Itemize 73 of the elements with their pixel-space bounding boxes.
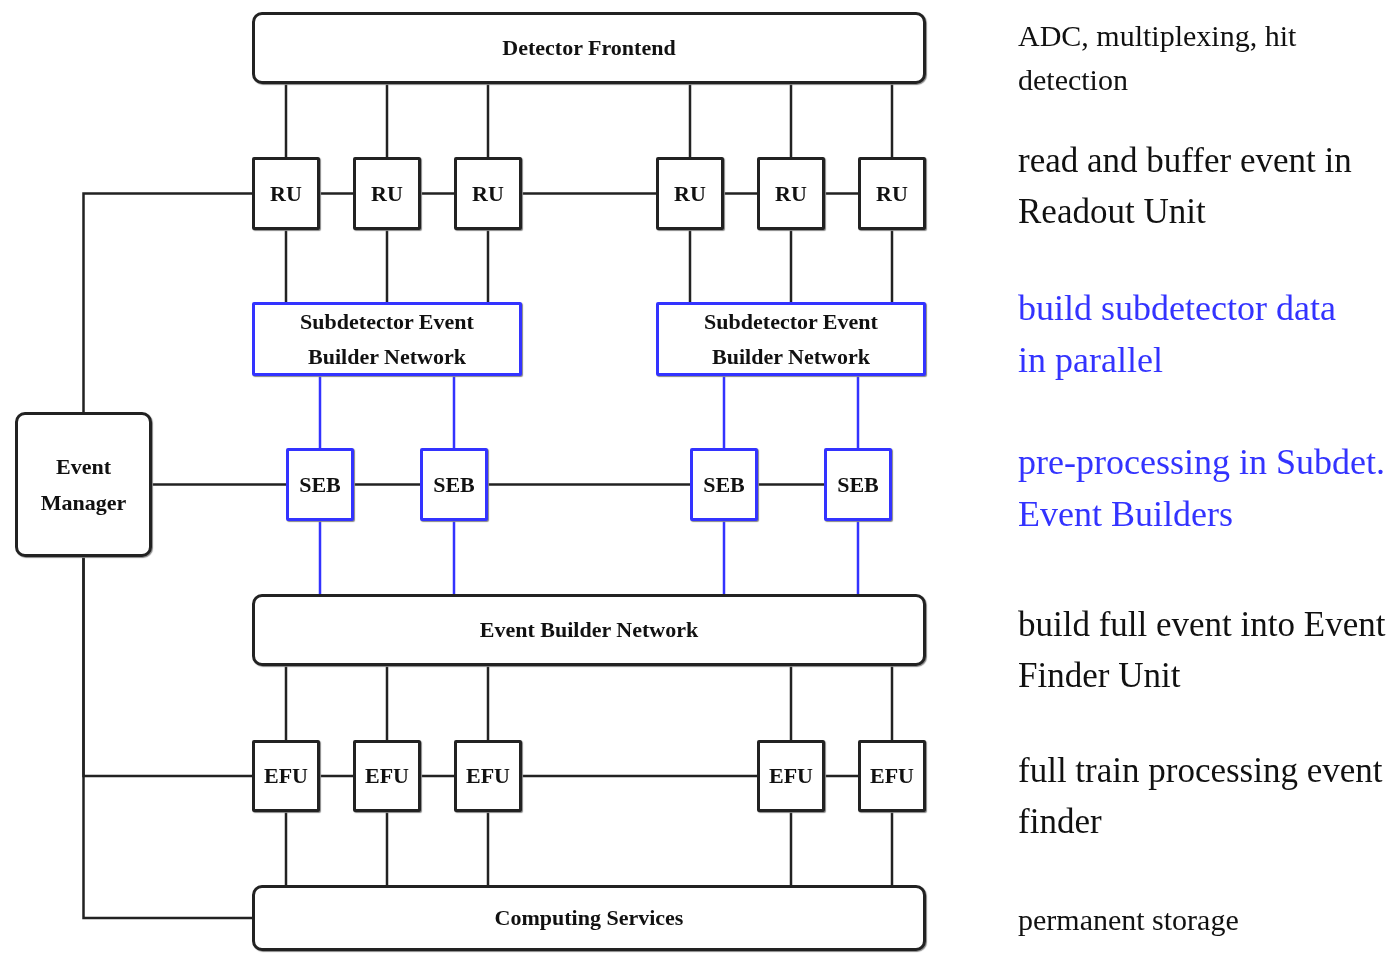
unit-box: EFU — [353, 740, 421, 812]
connector-line — [152, 483, 286, 486]
unit-box: EFU — [858, 740, 926, 812]
connector-line — [284, 666, 288, 740]
unit-box: RU — [454, 157, 522, 230]
connector-line — [486, 812, 490, 885]
network-box: Subdetector Event Builder Network — [252, 302, 522, 376]
connector-line — [789, 230, 793, 302]
connector-line — [522, 192, 656, 195]
unit-box: RU — [656, 157, 724, 230]
connector-line — [890, 812, 894, 885]
stage-note: pre-processing in Subdet. Event Builders — [1018, 441, 1386, 537]
unit-box: SEB — [420, 448, 488, 521]
stage-note: build subdetector data in parallel — [1018, 287, 1337, 383]
connector-line — [486, 230, 490, 302]
unit-box: SEB — [286, 448, 354, 521]
connector-line — [856, 521, 860, 594]
connector-line — [890, 666, 894, 740]
connector-line — [452, 521, 456, 594]
connector-line — [421, 192, 454, 195]
connector-line — [385, 812, 389, 885]
network-box: Subdetector Event Builder Network — [656, 302, 926, 376]
connector-line — [825, 774, 858, 778]
unit-box: RU — [353, 157, 421, 230]
connector-line — [318, 521, 322, 594]
unit-box: EFU — [252, 740, 320, 812]
unit-box: RU — [858, 157, 926, 230]
connector-line — [722, 376, 726, 448]
connector-line — [320, 192, 353, 195]
connector-line — [856, 376, 860, 448]
connector-line — [890, 230, 894, 302]
connector-line — [82, 557, 252, 920]
connector-line — [789, 84, 793, 157]
connector-line — [722, 521, 726, 594]
unit-box: SEB — [824, 448, 892, 521]
connector-line — [82, 192, 252, 412]
connector-line — [758, 483, 824, 486]
unit-box: EFU — [757, 740, 825, 812]
connector-line — [284, 84, 288, 157]
connector-line — [724, 192, 757, 195]
stage-note: permanent storage — [1018, 902, 1240, 938]
connector-line — [486, 666, 490, 740]
connector-line — [789, 812, 793, 885]
connector-line — [688, 84, 692, 157]
unit-box: SEB — [690, 448, 758, 521]
process-box: Computing Services — [252, 885, 926, 951]
connector-line — [318, 376, 322, 448]
connector-line — [522, 774, 757, 778]
connector-line — [385, 230, 389, 302]
unit-box: RU — [252, 157, 320, 230]
stage-note: build full event into Event Finder Unit — [1018, 604, 1387, 697]
connector-line — [452, 376, 456, 448]
connector-line — [354, 483, 420, 486]
connector-line — [825, 192, 858, 195]
process-box: Detector Frontend — [252, 12, 926, 84]
connector-line — [488, 483, 690, 486]
stage-note: read and buffer event in Readout Unit — [1018, 140, 1353, 233]
connector-line — [789, 666, 793, 740]
connector-line — [385, 666, 389, 740]
unit-box: RU — [757, 157, 825, 230]
stage-note: ADC, multiplexing, hit detection — [1018, 18, 1298, 98]
connector-line — [284, 812, 288, 885]
stage-note: full train processing event finder — [1018, 750, 1384, 843]
connector-line — [421, 774, 454, 778]
connector-line — [385, 84, 389, 157]
connector-line — [486, 84, 490, 157]
manager-box: Event Manager — [15, 412, 152, 557]
connector-line — [320, 774, 353, 778]
connector-line — [688, 230, 692, 302]
unit-box: EFU — [454, 740, 522, 812]
process-box: Event Builder Network — [252, 594, 926, 666]
connector-line — [890, 84, 894, 157]
connector-line — [284, 230, 288, 302]
